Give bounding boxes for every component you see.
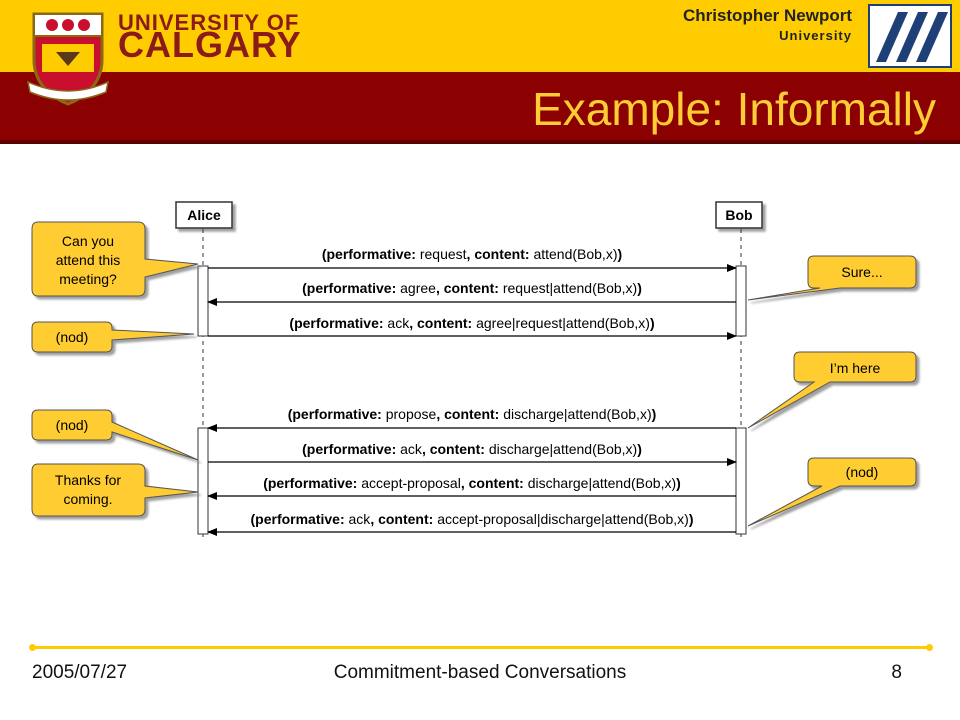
callout-thanks-line2: coming. — [63, 491, 112, 507]
message-label-5: (performative: ack, content: discharge|a… — [302, 441, 642, 457]
callout-nod-3: (nod) — [747, 457, 917, 527]
message-label-6: (performative: accept-proposal, content:… — [263, 475, 681, 491]
footer-title: Commitment-based Conversations — [333, 662, 627, 683]
message-label-3: (performative: ack, content: agree|reque… — [289, 315, 654, 331]
callout-thanks: Thanks for coming. — [31, 463, 199, 517]
title-band — [0, 72, 960, 144]
actor-bob: Bob — [715, 201, 763, 229]
actor-alice-label: Alice — [187, 207, 221, 223]
calgary-label: CALGARY — [118, 24, 302, 65]
message-label-7: (performative: ack, content: accept-prop… — [250, 511, 693, 527]
footer-page-number: 8 — [891, 662, 902, 683]
footer-divider-dot-left — [29, 644, 36, 651]
footer-date: 2005/07/27 — [32, 662, 128, 683]
actor-alice: Alice — [175, 201, 233, 229]
cnu-logo-icon — [868, 4, 952, 68]
messages-group: (performative: request, content: attend(… — [207, 246, 737, 536]
cnu-subtitle: University — [779, 28, 852, 43]
university-of-calgary-crest-icon — [26, 12, 110, 106]
callout-nod-1: (nod) — [31, 321, 195, 353]
callout-im-here: I’m here — [747, 351, 917, 429]
message-label-1: (performative: request, content: attend(… — [322, 246, 622, 262]
message-label-2: (performative: agree, content: request|a… — [302, 280, 642, 296]
callout-can-you-attend-line1: Can you — [62, 233, 114, 249]
actor-bob-label: Bob — [725, 207, 752, 223]
callout-nod-2: (nod) — [31, 409, 199, 461]
university-of-label: UNIVERSITY OF — [118, 10, 300, 35]
callout-sure: Sure... — [747, 255, 917, 301]
alice-activation-1 — [197, 265, 209, 337]
callout-can-you-attend-line2: attend this — [56, 252, 121, 268]
callout-can-you-attend: Can you attend this meeting? — [31, 221, 199, 297]
callout-thanks-line1: Thanks for — [55, 472, 121, 488]
header-band — [0, 0, 960, 72]
alice-activation-2 — [197, 427, 209, 535]
callout-im-here-text: I’m here — [830, 360, 881, 376]
callout-can-you-attend-line3: meeting? — [59, 271, 117, 287]
footer-divider-dot-right — [926, 644, 933, 651]
callout-nod-3-text: (nod) — [846, 464, 879, 480]
callout-nod-1-text: (nod) — [56, 329, 89, 345]
footer-divider — [32, 646, 930, 649]
callout-sure-text: Sure... — [841, 264, 882, 280]
slide-title: Example: Informally — [532, 83, 936, 135]
message-label-4: (performative: propose, content: dischar… — [288, 406, 657, 422]
bob-activation-2 — [735, 427, 747, 535]
cnu-name: Christopher Newport — [682, 6, 852, 25]
bob-activation-1 — [735, 265, 747, 337]
callout-nod-2-text: (nod) — [56, 417, 89, 433]
